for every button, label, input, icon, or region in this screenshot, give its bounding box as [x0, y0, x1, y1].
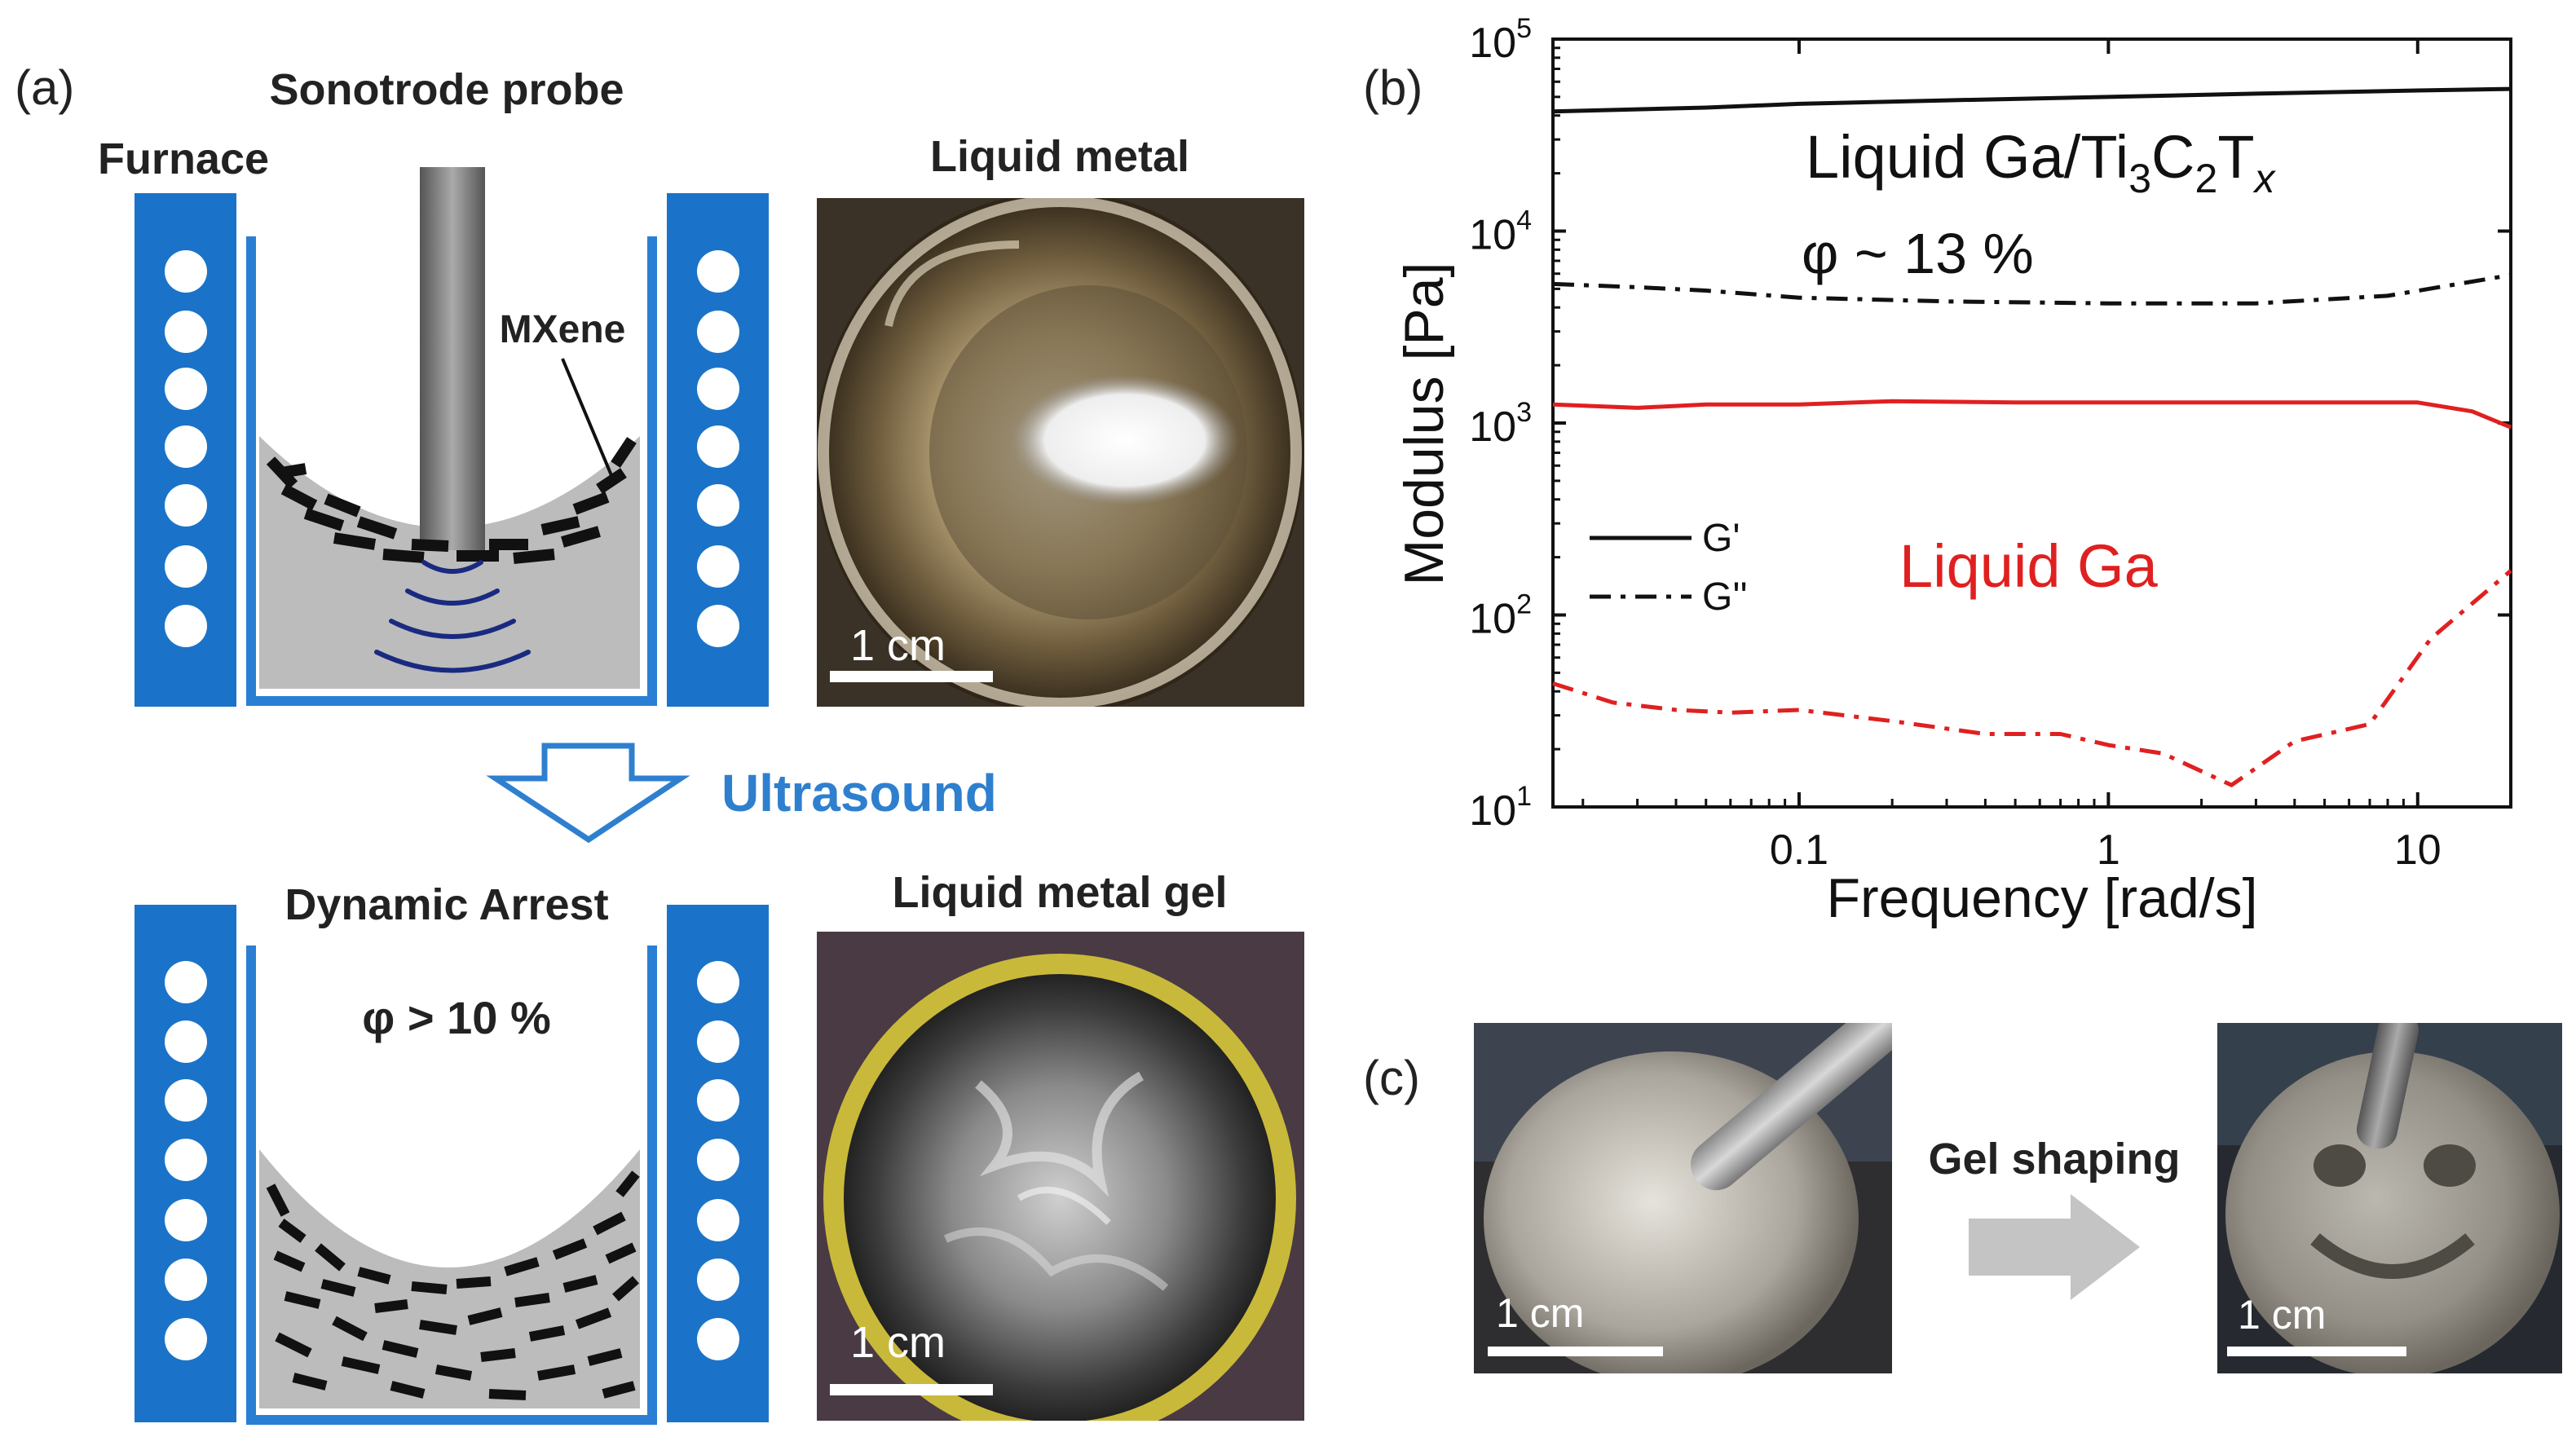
panel-c: (c) 1 cm Gel shaping 1 cm: [1363, 1023, 2562, 1373]
ultrasound-label: Ultrasound: [721, 764, 997, 822]
series-line-3: [1552, 569, 2512, 787]
scale-label-c-right: 1 cm: [2238, 1292, 2326, 1338]
furnace-left-bottom: [135, 905, 236, 1422]
furnace-label-top: Furnace: [98, 134, 269, 183]
sonotrode-label: Sonotrode probe: [270, 65, 624, 114]
scale-label-bottom: 1 cm: [850, 1318, 946, 1367]
x-tick-label: 0.1: [1770, 826, 1828, 874]
photo-gel-before: [1474, 1023, 1892, 1373]
panel-b: (b) Modulus [Pa] Frequency [rad/s] 10110…: [1363, 13, 2512, 929]
modulus-chart: 101 102 103 104 105 0.1 1 10 Liquid Ga/Ti3C2Tx φ …: [1469, 13, 2512, 874]
mxene-label: MXene: [500, 308, 626, 351]
furnace-right-bottom: [667, 905, 769, 1422]
panel-a-label: (a): [15, 60, 74, 115]
gel-shaping-arrow: [1969, 1194, 2140, 1300]
photo-gel-shaped: [2217, 1023, 2562, 1373]
panel-c-label: (c): [1363, 1051, 1420, 1105]
x-tick-label: 1: [2097, 826, 2120, 874]
ultrasound-arrow: [486, 743, 690, 844]
y-tick-label: 103: [1469, 397, 1532, 451]
legend-label-1: G'': [1702, 575, 1748, 619]
mxene-flakes-bottom: [266, 1170, 640, 1400]
annotation-liquid-ga: Liquid Ga: [1899, 532, 2159, 600]
y-tick-label: 105: [1469, 13, 1532, 67]
sonotrode-probe: [420, 167, 485, 550]
annotation-mxene: Liquid Ga/Ti3C2Tx: [1806, 123, 2277, 201]
furnace-right-top: [667, 193, 769, 707]
panel-a: (a) Sonotrode probe Furnace: [15, 60, 1304, 1425]
furnace-left-top: [135, 193, 236, 707]
dynamic-arrest-label: Dynamic Arrest: [285, 880, 608, 929]
photo-bottom-title: Liquid metal gel: [892, 868, 1227, 917]
y-tick-label: 104: [1469, 205, 1532, 259]
ultrasound-waves: [374, 560, 531, 673]
mxene-pointer: [561, 358, 615, 480]
annotation-phi: φ ~ 13 %: [1802, 222, 2034, 285]
legend-label-0: G': [1702, 517, 1740, 560]
photo-liquid-metal-gel: [817, 932, 1304, 1421]
mxene-flakes-top: [266, 437, 637, 564]
series-line-1: [1552, 273, 2512, 306]
phi-label: φ > 10 %: [362, 992, 551, 1043]
x-axis-label: Frequency [rad/s]: [1826, 867, 2257, 929]
series-line-2: [1552, 399, 2512, 430]
y-tick-label: 102: [1469, 589, 1532, 643]
panel-b-label: (b): [1363, 60, 1423, 115]
y-tick-label: 101: [1469, 781, 1532, 835]
scale-label-top: 1 cm: [850, 621, 946, 670]
crucible-top: [246, 236, 657, 706]
x-tick-label: 10: [2394, 826, 2441, 874]
series-line-0: [1552, 86, 2512, 114]
gel-shaping-label: Gel shaping: [1928, 1135, 2180, 1184]
crucible-bottom: [246, 946, 657, 1425]
scale-label-c-left: 1 cm: [1496, 1290, 1584, 1336]
photo-top-title: Liquid metal: [930, 132, 1189, 181]
y-axis-label: Modulus [Pa]: [1393, 262, 1455, 586]
photo-liquid-metal: [817, 198, 1304, 707]
